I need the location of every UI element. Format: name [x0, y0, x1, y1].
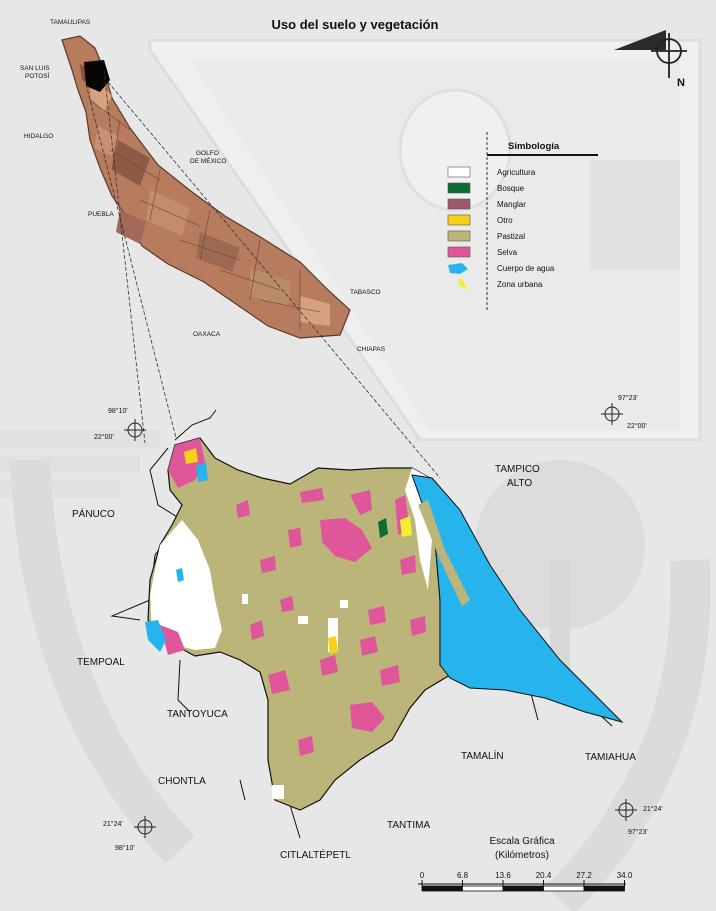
legend-label: Pastizal: [497, 232, 525, 241]
legend-swatch: [447, 198, 471, 210]
legend-label: Selva: [497, 248, 518, 257]
legend-item: Manglar: [447, 198, 526, 210]
label-puebla: PUEBLA: [88, 211, 114, 218]
coordinate-labels: 98°10' 22°00' 97°23' 22°00' 21°24' 98°10…: [94, 394, 663, 852]
crosshair-bottom-right: [615, 799, 637, 821]
scale-bar: Escala Gráfica (Kilómetros) 0 6.8 13.6 20.4…: [418, 836, 633, 892]
legend-label: Otro: [497, 216, 513, 225]
legend-swatch: [447, 246, 471, 258]
label-golfo-1: GOLFO: [196, 150, 219, 157]
legend-swatch: [447, 182, 471, 194]
label-chontla: CHONTLA: [158, 776, 206, 787]
inset-highlight-municipality: [84, 60, 110, 92]
legend-item: Cuerpo de agua: [448, 263, 555, 274]
coord-bl-lon: 98°10': [115, 844, 135, 852]
coord-tr-lon: 97°23': [618, 394, 638, 402]
label-tamalin: TAMALÍN: [461, 749, 504, 762]
area-cuerpo-de-agua-laguna: [411, 474, 624, 723]
label-panuco: PÁNUCO: [72, 507, 115, 520]
scale-unit: (Kilómetros): [495, 850, 549, 861]
coord-br-lon: 97°23': [628, 828, 648, 836]
label-tamiahua: TAMIAHUA: [585, 752, 636, 763]
legend-swatch: [447, 230, 471, 242]
label-citlaltepetl: CITLALTÉPETL: [280, 848, 351, 861]
label-tamaulipas: TAMAULIPAS: [50, 19, 91, 26]
label-oaxaca: OAXACA: [193, 331, 221, 338]
coord-br-lat: 21°24': [643, 805, 663, 813]
inset-municipal-borders: [89, 99, 321, 330]
crosshair-top-left: [124, 419, 146, 441]
small-water-bodies: [145, 462, 208, 652]
legend-item: Pastizal: [447, 230, 525, 242]
label-chiapas: CHIAPAS: [357, 346, 386, 353]
coord-tl-lon: 98°10': [108, 407, 128, 415]
legend-label: Zona urbana: [497, 280, 543, 289]
inset-state-map: [61, 35, 351, 339]
legend-title: Simbología: [508, 141, 560, 152]
scale-tick-label: 27.2: [576, 871, 592, 880]
north-label: N: [677, 77, 685, 89]
crosshair-bottom-left: [134, 816, 156, 838]
map-title: Uso del suelo y vegetación: [272, 17, 439, 32]
crosshair-top-right: [601, 403, 623, 425]
scale-tick-label: 0: [420, 871, 425, 880]
scale-segment: [502, 885, 544, 892]
scale-segment: [462, 885, 504, 892]
agricultura-patches: [242, 594, 348, 799]
area-bosque: [378, 518, 388, 538]
label-tampico-alto-1: TAMPICO: [495, 464, 540, 475]
legend-label: Manglar: [497, 200, 526, 209]
label-tempoal: TEMPOAL: [77, 657, 125, 668]
label-hidalgo: HIDALGO: [24, 133, 53, 140]
label-golfo-2: DE MÉXICO: [190, 156, 226, 165]
inset-labels: TAMAULIPAS SAN LUIS POTOSÍ HIDALGO GOLFO…: [20, 19, 386, 353]
coord-bl-lat: 21°24': [103, 820, 123, 828]
scale-title: Escala Gráfica: [489, 836, 554, 847]
label-san-luis-potosi-1: SAN LUIS: [20, 65, 50, 72]
coord-tl-lat: 22°00': [94, 433, 114, 441]
area-pastizal-barrier: [418, 500, 470, 606]
legend-item: Agricultura: [447, 166, 536, 178]
scale-tick-label: 13.6: [495, 871, 511, 880]
label-tantoyuca: TANTOYUCA: [167, 709, 228, 720]
label-tabasco: TABASCO: [350, 289, 381, 296]
legend-swatch: [447, 166, 471, 178]
scale-tick-label: 6.8: [457, 871, 469, 880]
legend-item: Selva: [447, 246, 518, 258]
legend-swatch: [447, 214, 471, 226]
scale-segment: [421, 885, 463, 892]
legend-swatch: [458, 279, 468, 290]
label-san-luis-potosi-2: POTOSÍ: [25, 71, 50, 80]
main-municipality-map: [110, 409, 624, 839]
legend-label: Cuerpo de agua: [497, 264, 555, 273]
legend-label: Bosque: [497, 184, 525, 193]
zoom-lines: [85, 69, 441, 479]
north-arrow: N: [614, 30, 687, 89]
legend-swatch: [448, 263, 468, 274]
legend: Simbología AgriculturaBosqueManglarOtroP…: [447, 132, 598, 310]
scale-tick-label: 20.4: [536, 871, 552, 880]
legend-label: Agricultura: [497, 168, 536, 177]
urban-and-other-patches: [184, 448, 412, 654]
legend-item: Bosque: [447, 182, 525, 194]
label-tantima: TANTIMA: [387, 820, 430, 831]
scale-tick-label: 34.0: [617, 871, 633, 880]
scale-segment: [583, 885, 625, 892]
legend-item: Zona urbana: [458, 279, 543, 290]
crosshairs: [124, 403, 637, 838]
label-tampico-alto-2: ALTO: [507, 478, 532, 489]
municipality-labels: PÁNUCO TAMPICO ALTO TEMPOAL TANTOYUCA CH…: [72, 464, 636, 861]
coord-tr-lat: 22°00': [627, 422, 647, 430]
scale-segment: [543, 885, 585, 892]
legend-item: Otro: [447, 214, 513, 226]
area-agricultura-west: [150, 520, 222, 650]
